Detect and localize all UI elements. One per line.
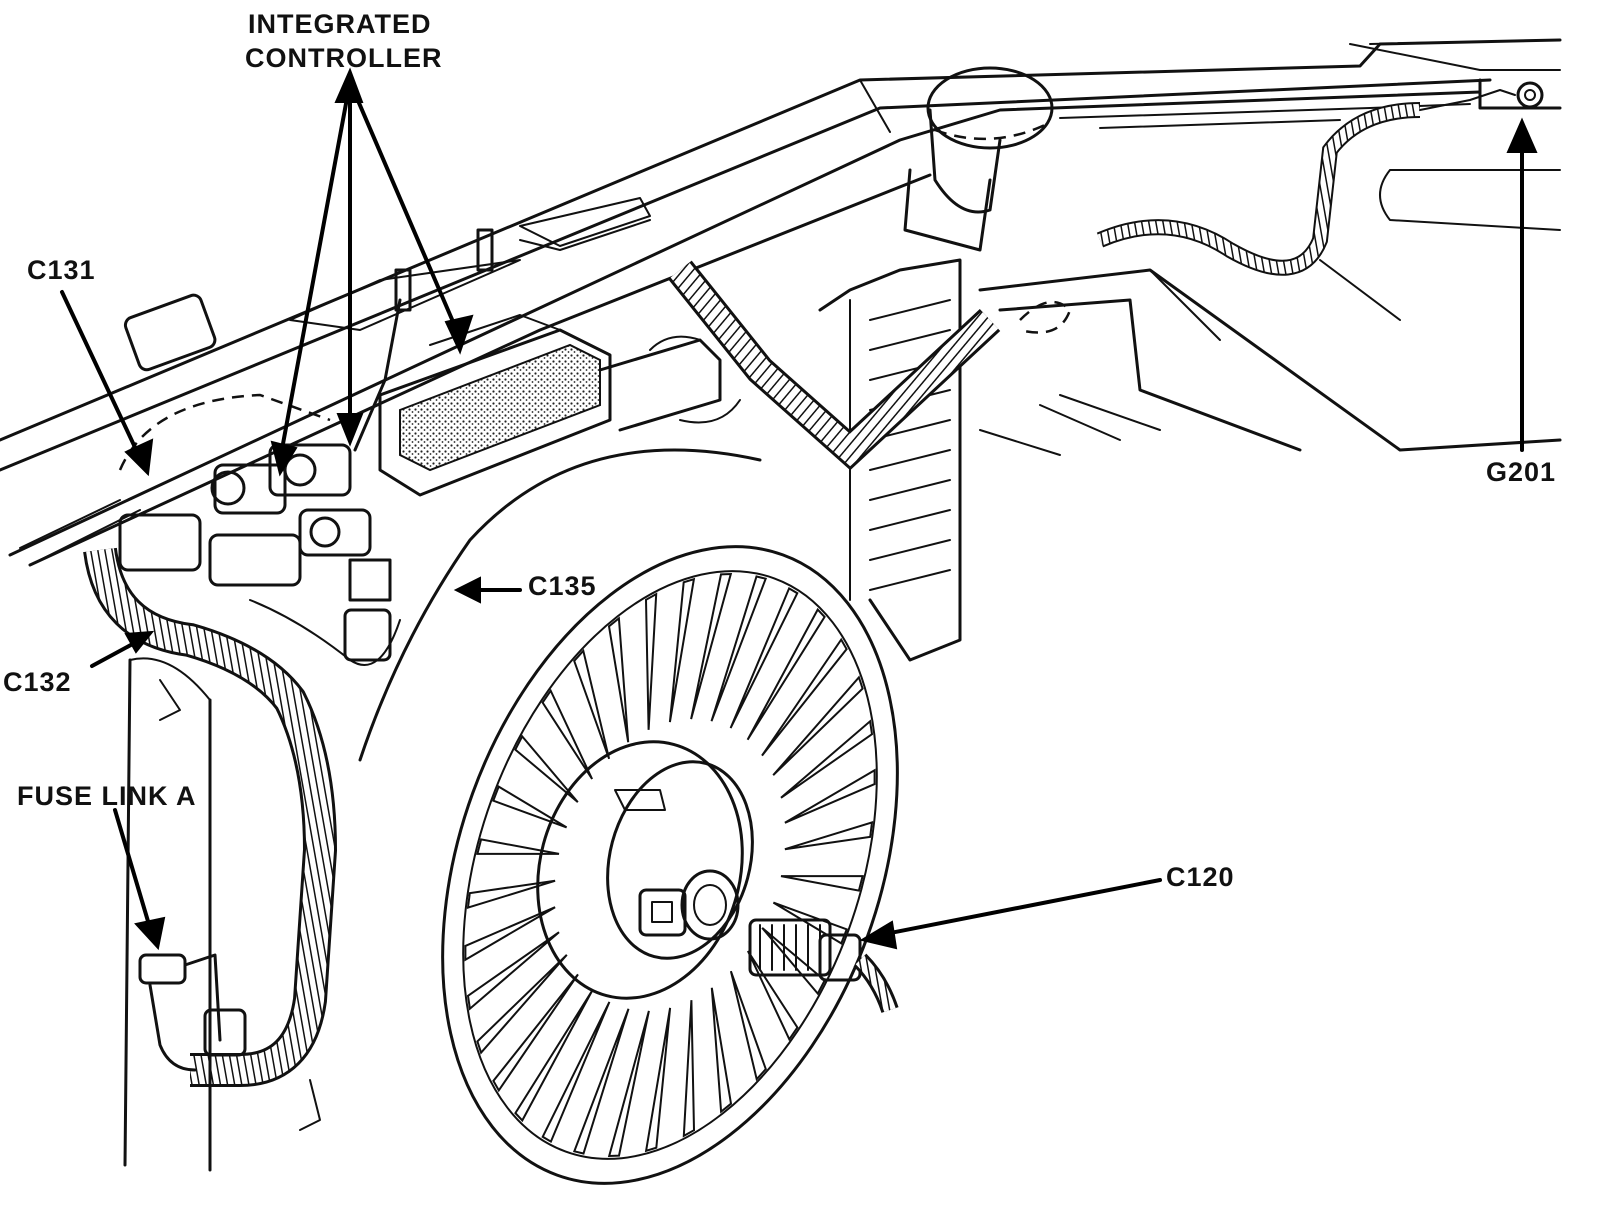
fan-blade bbox=[466, 931, 560, 1011]
fan-connector bbox=[748, 918, 899, 1014]
c132-label: C132 bbox=[3, 667, 72, 697]
fender-apron bbox=[978, 169, 1562, 456]
fan-blade bbox=[607, 616, 630, 743]
fan-blade bbox=[710, 575, 768, 722]
fan-blade bbox=[780, 875, 864, 892]
fan-blade bbox=[514, 989, 594, 1123]
corrugated-hose bbox=[668, 260, 1001, 471]
fan-blade bbox=[464, 906, 556, 962]
fan-blade bbox=[492, 973, 579, 1093]
fan-blade bbox=[746, 950, 799, 1042]
fan-blade bbox=[784, 820, 874, 851]
integrated-controller-label-line1: INTEGRATED bbox=[248, 9, 432, 39]
fan-blade bbox=[746, 607, 826, 741]
right-harness bbox=[1096, 81, 1544, 321]
fan-blade bbox=[729, 970, 767, 1082]
fan-blade bbox=[668, 577, 696, 723]
fan-blade bbox=[541, 688, 594, 780]
fan-blades bbox=[464, 572, 876, 1158]
fuse-link-a-label: FUSE LINK A bbox=[17, 781, 197, 811]
g201-label: G201 bbox=[1486, 457, 1557, 487]
connector-cluster bbox=[118, 293, 402, 662]
fan-blade bbox=[607, 1010, 650, 1158]
left-harness bbox=[83, 547, 401, 1131]
fan-blade bbox=[492, 785, 568, 829]
c135-label: C135 bbox=[528, 571, 597, 601]
fan-blade bbox=[644, 1007, 672, 1153]
fan-blade bbox=[476, 838, 560, 855]
support-posts bbox=[123, 657, 212, 1172]
c120-label: C120 bbox=[1166, 862, 1235, 892]
fan-blade bbox=[541, 1001, 611, 1144]
fan-blade bbox=[784, 768, 876, 824]
c131-label: C131 bbox=[27, 255, 96, 285]
radiator-support bbox=[0, 38, 1562, 567]
fan-blade bbox=[772, 675, 864, 776]
fan-blade bbox=[466, 879, 556, 910]
cooling-fan bbox=[441, 545, 899, 1185]
fan-blade bbox=[729, 586, 799, 729]
fan-shroud bbox=[358, 258, 962, 762]
fan-blade bbox=[476, 954, 568, 1055]
fan-blade bbox=[572, 1008, 630, 1155]
fan-blade bbox=[710, 987, 733, 1114]
fan-blade bbox=[682, 1000, 696, 1138]
reservoir-cap bbox=[903, 66, 1054, 252]
fan-blade bbox=[761, 927, 826, 996]
fan-blade bbox=[761, 637, 848, 757]
fan-blade bbox=[644, 592, 658, 730]
fan-blade bbox=[780, 719, 874, 799]
integrated-controller-label-line2: CONTROLLER bbox=[245, 43, 443, 73]
fan-blade bbox=[514, 734, 579, 803]
fan-blade bbox=[690, 572, 733, 720]
fan-blade bbox=[573, 648, 611, 760]
callout-arrows bbox=[60, 67, 1538, 951]
fuse-link bbox=[138, 953, 247, 1072]
